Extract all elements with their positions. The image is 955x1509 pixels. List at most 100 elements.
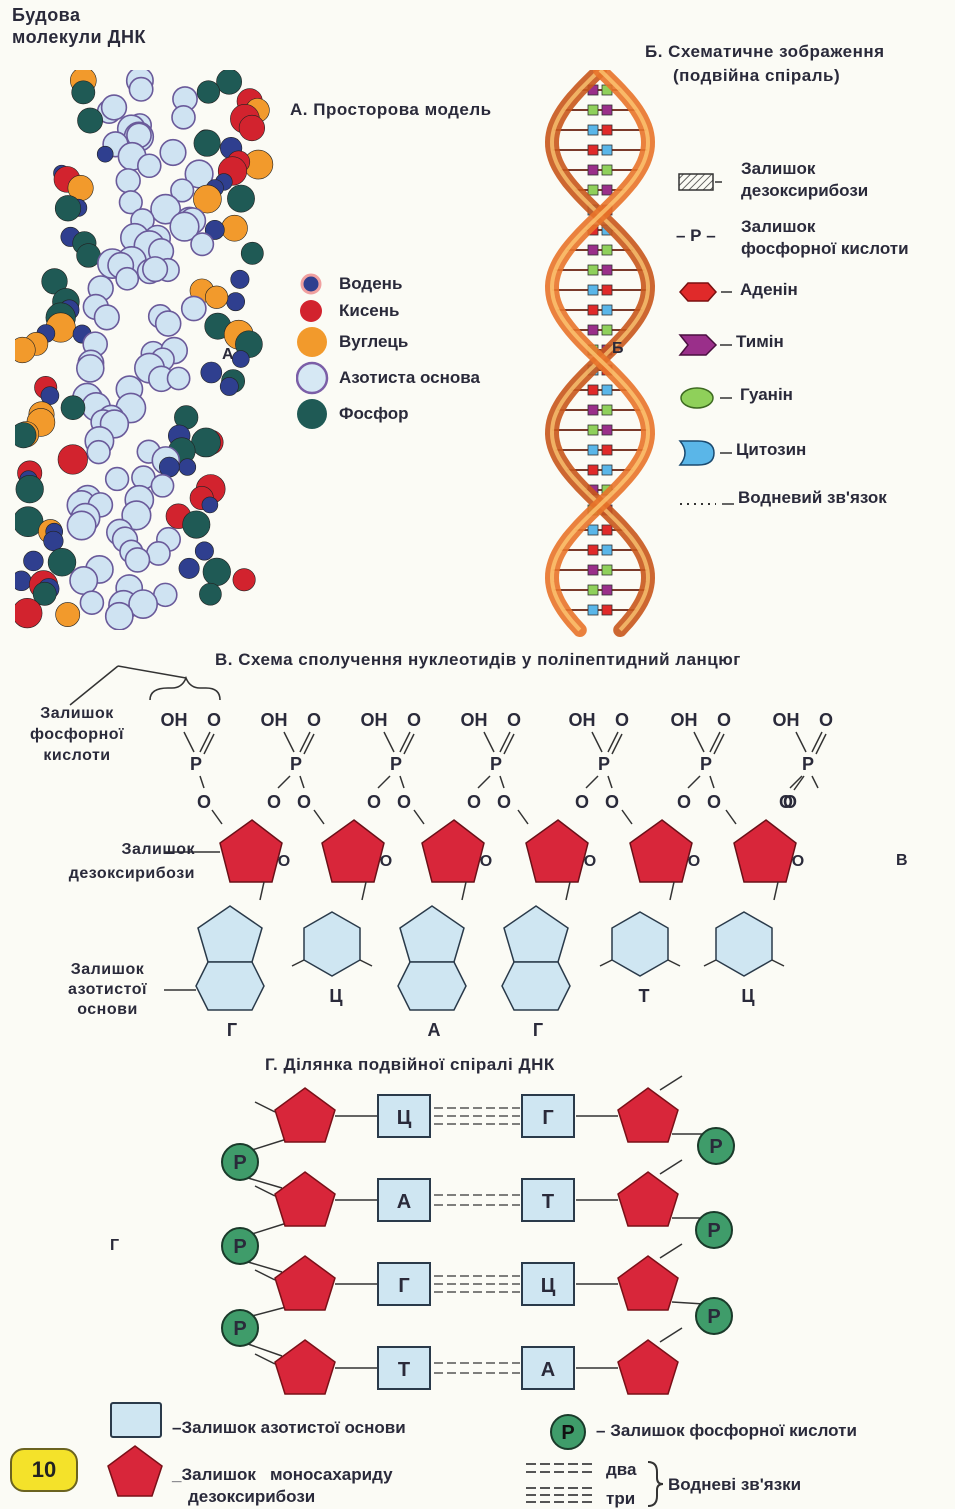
phosphate-label-line: фосфорної (29, 726, 125, 743)
base-mark (601, 104, 613, 116)
phosphate-circle (695, 1211, 733, 1249)
bond-line (461, 881, 467, 901)
atom-sphere (57, 444, 88, 475)
base-mark (601, 604, 613, 616)
atom-sphere (171, 105, 196, 130)
bond-line (413, 809, 425, 825)
bottom-legend-sugar-text: дезоксирибози (188, 1487, 316, 1506)
legend-label: Вуглець (339, 332, 409, 351)
bond-line (607, 731, 619, 753)
atom-sphere (199, 582, 222, 606)
bond-line (499, 731, 511, 753)
oxygen-label: О (507, 710, 521, 730)
base-mark (587, 564, 599, 576)
phosphorus-atom-icon (297, 399, 327, 429)
atom-sphere (159, 138, 187, 167)
sugar-pentagon (321, 819, 385, 883)
sugar-pentagon-right (617, 1255, 679, 1311)
base-mark (601, 324, 613, 336)
bond-line (517, 809, 529, 825)
base-mark (587, 184, 599, 196)
base-label-line: азотистої (68, 981, 147, 998)
legend-label: Залишок (741, 159, 816, 178)
section-v-title: В. Схема сполучення нуклеотидів у поліпе… (215, 650, 741, 669)
bond-line (277, 775, 291, 789)
base-mark (601, 184, 613, 196)
bond-line (771, 959, 785, 967)
base-mark (587, 324, 599, 336)
phosphate-circle (695, 1297, 733, 1335)
section-a-legend: Водень Кисень Вуглець Азотиста основа Фо… (296, 270, 480, 432)
base-mark (587, 444, 599, 456)
base-mark (601, 244, 613, 256)
oxygen-label: О (197, 792, 211, 812)
bond-line (611, 733, 623, 755)
atom-sphere (180, 295, 207, 322)
bond-line (607, 775, 613, 789)
bond-line (703, 959, 717, 967)
base-mark (587, 584, 599, 596)
atom-sphere (154, 310, 182, 337)
ring-oxygen-label: O (480, 853, 492, 870)
hydroxyl-label: ОН (461, 710, 488, 730)
atom-sphere (178, 557, 200, 579)
sugar-pentagon-left (274, 1255, 336, 1311)
backbone-line (659, 1243, 683, 1259)
purine-ring (399, 905, 465, 963)
atom-sphere (66, 510, 97, 541)
cytosine-bracket-icon (678, 440, 732, 466)
hydroxyl-label: ОН (569, 710, 596, 730)
base-box-icon (110, 1402, 162, 1438)
base-letter-left: Ц (397, 1107, 412, 1129)
bond-line (483, 731, 495, 753)
base-mark (587, 104, 599, 116)
backbone-line (671, 1301, 705, 1305)
legend-item-hydrogen: Водень (296, 270, 480, 297)
bond-line (709, 775, 715, 789)
page-title-line: молекули ДНК (12, 27, 146, 47)
oxygen-label: О (397, 792, 411, 812)
ring-oxygen-label: O (584, 853, 596, 870)
phosphate-letter: Р (233, 1152, 246, 1174)
atom-sphere (77, 107, 104, 134)
atom-sphere (190, 232, 215, 257)
oxygen-label: О (615, 710, 629, 730)
atom-sphere (216, 70, 242, 95)
sugar-pentagon (629, 819, 693, 883)
base-mark (601, 304, 613, 316)
atom-sphere (115, 168, 141, 194)
base-label-line: основи (77, 1001, 138, 1018)
base-mark (601, 384, 613, 396)
base-letter-left: А (397, 1191, 411, 1213)
oxygen-label: О (267, 792, 281, 812)
atom-sphere (124, 547, 151, 573)
phosphorus-label: Р (190, 754, 202, 774)
atom-sphere (115, 266, 140, 291)
backbone-line (247, 1177, 283, 1189)
atom-sphere (201, 496, 219, 514)
hbond-lines-icon (526, 1463, 596, 1503)
bottom-legend-phosphate: – Залишок фосфорної кислоти (596, 1421, 857, 1440)
atom-sphere (150, 473, 175, 498)
phosphate-circle (221, 1309, 259, 1347)
phosphate-circle (221, 1227, 259, 1265)
base-letter: Г (227, 1020, 237, 1040)
bond-line (621, 809, 633, 825)
legend-label: фосфорної кислоти (741, 239, 909, 258)
thymine-arrow-icon (678, 334, 732, 356)
atom-sphere (96, 145, 114, 163)
atom-sphere (86, 439, 111, 465)
base-box-right (521, 1262, 575, 1306)
atom-sphere (60, 395, 86, 420)
bond-line (259, 881, 265, 901)
atom-sphere (128, 76, 154, 102)
phosphate-circle-icon: Р (550, 1414, 586, 1450)
section-g-letter: Г (110, 1237, 120, 1254)
section-a-letter: А (222, 346, 235, 363)
backbone-line (659, 1075, 683, 1091)
bond-line (725, 809, 737, 825)
legend-label: дезоксирибози (741, 181, 869, 200)
oxygen-label: О (783, 792, 797, 812)
atom-sphere (137, 153, 162, 179)
